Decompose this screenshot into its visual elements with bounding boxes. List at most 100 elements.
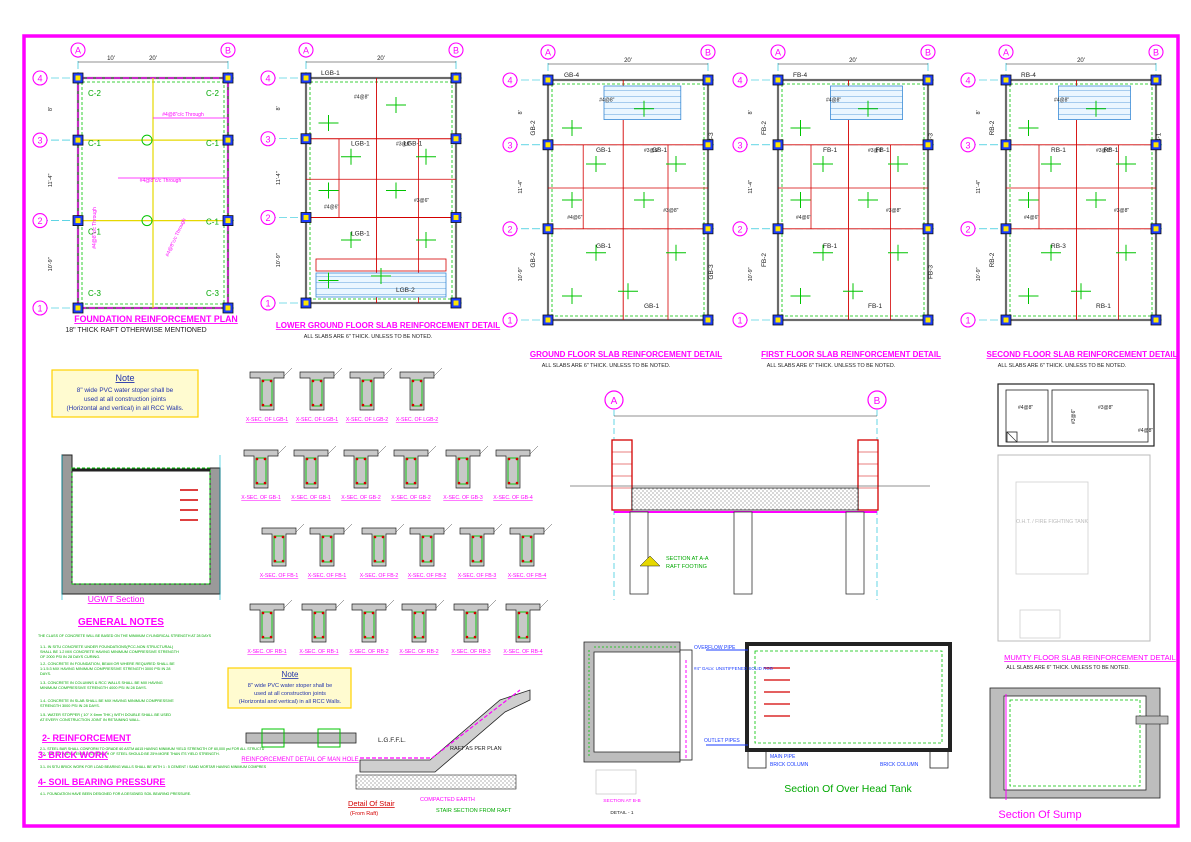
beam-label: GB-1 xyxy=(596,147,612,154)
manhole-detail: REINFORCEMENT DETAIL OF MAN HOLE xyxy=(241,728,359,763)
rebar-note: #4@8" xyxy=(599,98,614,104)
stair-title: Detail Of Stair xyxy=(348,799,395,808)
plan-title: SECOND FLOOR SLAB REINFORCEMENT DETAIL xyxy=(987,350,1178,359)
plan-subtitle: ALL SLABS ARE 6" THICK. UNLESS TO BE NOT… xyxy=(304,334,432,340)
rebar-note: #4@6" xyxy=(1024,215,1039,221)
plan-dimension: 20' xyxy=(377,56,385,62)
grid-bubble: 4 xyxy=(37,74,42,84)
cross-section-label: X-SEC. OF LGB-2 xyxy=(346,417,388,423)
general-note-item: OF 2000 PSI IN 28 DAYS CURING. xyxy=(40,655,100,659)
note-2-heading: Note xyxy=(282,670,299,679)
over-head-tank-section: OVERFLOW PIPE #4" GALV. UNSTIFFENED SOLI… xyxy=(694,642,952,795)
mumty-title: MUMTY FLOOR SLAB REINFORCEMENT DETAIL xyxy=(1004,653,1176,662)
general-note-item: 1.1- IN SITU CONCRETE UNDER FOUNDATIONS(… xyxy=(40,645,174,649)
cross-section-label: X-SEC. OF GB-1 xyxy=(291,495,331,501)
mumty-subtitle: ALL SLABS ARE 6" THICK. UNLESS TO BE NOT… xyxy=(1006,665,1130,671)
column-label: C-1 xyxy=(88,139,101,148)
plan-dimension: 20' xyxy=(624,58,632,64)
general-notes-intro: THE CLASS OF CONCRETE WILL BE BASED ON T… xyxy=(38,634,212,638)
grid-bubble: 4 xyxy=(965,76,970,86)
grid-bubble: B xyxy=(1153,48,1159,58)
grid-bubble: 1 xyxy=(507,316,512,326)
note-box-1: Note 8" wide PVC water stoper shall be u… xyxy=(51,369,199,418)
beam-label: RB-1 xyxy=(1096,303,1111,310)
beam-cross-section: X-SEC. OF RB-1 xyxy=(299,599,345,655)
beam-label: FB-2 xyxy=(761,121,768,135)
cross-section-label: X-SEC. OF FB-4 xyxy=(508,573,547,579)
cross-section-label: X-SEC. OF RB-2 xyxy=(349,649,388,655)
plan-dimension: 20' xyxy=(1077,58,1085,64)
cross-section-label: X-SEC. OF RB-2 xyxy=(399,649,438,655)
grid-bubble: B xyxy=(705,48,711,58)
general-note-item: 1.3- CONCRETE IN COLUMNS & RCC WALLS SHA… xyxy=(40,681,163,685)
sump-section: Section Of Sump xyxy=(989,687,1169,821)
grid-bubble: 1 xyxy=(265,299,270,309)
rebar-note: #4@8" xyxy=(1054,98,1069,104)
beam-label: GB-1 xyxy=(652,147,668,154)
beam-cross-section: X-SEC. OF LGB-2 xyxy=(396,367,443,423)
section-aa-label: SECTION AT A-A xyxy=(666,556,709,562)
cross-section-label: X-SEC. OF GB-1 xyxy=(241,495,281,501)
beam-label: RB-4 xyxy=(1021,72,1036,79)
beam-label: RB-2 xyxy=(989,252,996,267)
mumty-plan: #4@8" #3@8" #4@8" #3@6" O.H.T. / FIRE FI… xyxy=(997,383,1176,671)
general-note-item: 1.5- WATER STOPPER ( 10" X 6mm THK.) WIT… xyxy=(40,713,171,717)
beam-cross-section: X-SEC. OF FB-2 xyxy=(408,523,453,579)
beam-cross-section: X-SEC. OF GB-2 xyxy=(341,445,387,501)
cross-section-label: X-SEC. OF RB-3 xyxy=(451,649,490,655)
grid-bubble: 3 xyxy=(507,140,512,150)
general-note-item: STRENGTH 3000 PSI IN 28 DAYS. xyxy=(40,704,100,708)
beam-label: GB-2 xyxy=(530,120,537,136)
notes-section-brickwork: 3- BRICK WORK xyxy=(38,750,108,760)
section-aa-label2: RAFT FOOTING xyxy=(666,564,707,570)
plan-subtitle: ALL SLABS ARE 6" THICK. UNLESS TO BE NOT… xyxy=(767,363,895,369)
grid-bubble: 4 xyxy=(737,76,742,86)
general-note-item: SHALL BE 1.2 MIX CONCRETE HAVING MINIMUM… xyxy=(40,650,179,654)
grid-bubble: B xyxy=(453,46,459,56)
oht-label: BRICK COLUMN xyxy=(880,762,919,768)
rebar-note: #4@8" xyxy=(826,98,841,104)
beam-label: FB-2 xyxy=(761,253,768,267)
beam-label: FB-1 xyxy=(823,147,837,154)
grid-bubble: B xyxy=(925,48,931,58)
rebar-note: #3@6" xyxy=(644,148,659,154)
general-note-item: 1:1.5:3 MIX HAVING MINIMUM COMPRESSIVE S… xyxy=(40,667,171,671)
grid-bubble: 2 xyxy=(37,216,42,226)
note-1-heading: Note xyxy=(115,373,134,383)
manhole-title: REINFORCEMENT DETAIL OF MAN HOLE xyxy=(241,757,358,763)
cross-section-label: X-SEC. OF GB-3 xyxy=(443,495,483,501)
grid-bubble: 2 xyxy=(507,224,512,234)
plan-title: FOUNDATION REINFORCEMENT PLAN xyxy=(74,314,238,324)
general-note-item: MINIMUM COMPRESSIVE STRENGTH 4000 PSI IN… xyxy=(40,686,147,690)
column-label: C-2 xyxy=(206,89,219,98)
grid-bubble: A xyxy=(775,48,781,58)
general-note-item: 1.2- CONCRETE IN FOUNDATION, BEAM OR WHE… xyxy=(40,662,175,666)
beam-cross-section: X-SEC. OF RB-2 xyxy=(349,599,395,655)
cross-section-label: X-SEC. OF FB-3 xyxy=(458,573,497,579)
beam-label: RB-3 xyxy=(1051,243,1066,250)
grid-bubble: 2 xyxy=(265,213,270,223)
note-1-line: 8" wide PVC water stoper shall be xyxy=(77,387,174,394)
beam-cross-section: X-SEC. OF RB-2 xyxy=(399,599,445,655)
beam-cross-section: X-SEC. OF RB-4 xyxy=(503,599,549,655)
mumty-rebar: #4@8" xyxy=(1018,405,1033,411)
plan-dimension: 10' xyxy=(107,56,115,62)
cross-section-label: X-SEC. OF LGB-2 xyxy=(396,417,438,423)
column-label: C-1 xyxy=(88,228,101,237)
plan-side-dimension: 8' xyxy=(518,110,524,114)
grid-bubble: 1 xyxy=(965,316,970,326)
mumty-rebar: #3@8" xyxy=(1098,405,1113,411)
beam-cross-section: X-SEC. OF FB-1 xyxy=(260,523,305,579)
grid-bubble: 1 xyxy=(37,304,42,314)
plan-side-dimension: 10'-9" xyxy=(276,253,282,267)
general-notes: GENERAL NOTES THE CLASS OF CONCRETE WILL… xyxy=(38,617,267,796)
grid-bubble: 3 xyxy=(265,134,270,144)
oht-label: OUTLET PIPES xyxy=(704,738,740,744)
beam-label: FB-3 xyxy=(928,265,935,279)
beam-cross-section: X-SEC. OF RB-3 xyxy=(451,599,497,655)
grid-bubble: 1 xyxy=(737,316,742,326)
column-label: C-1 xyxy=(206,139,219,148)
beam-cross-section: X-SEC. OF GB-1 xyxy=(291,445,337,501)
